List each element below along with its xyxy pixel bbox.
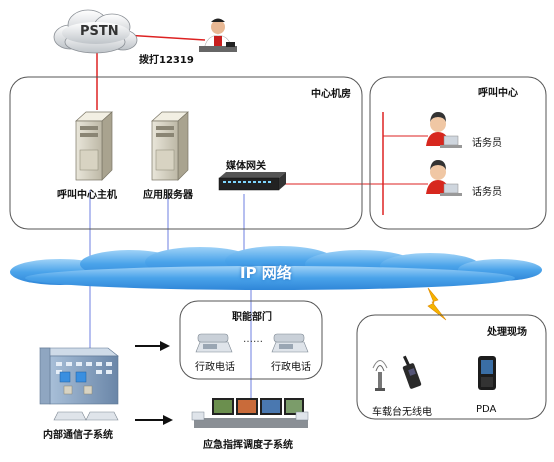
pstn-label: PSTN bbox=[80, 24, 119, 39]
processing-scene-title: 处理现场 bbox=[487, 327, 527, 338]
app-server-label: 应用服务器 bbox=[143, 190, 193, 201]
dispatch-label: 应急指挥调度子系统 bbox=[203, 440, 293, 451]
internal-comm-label: 内部通信子系统 bbox=[43, 430, 113, 441]
office-phone-1-icon bbox=[195, 333, 233, 353]
operator-1-icon bbox=[426, 112, 462, 148]
application-server-icon bbox=[151, 111, 189, 181]
arrow-to-dispatch bbox=[135, 415, 173, 425]
departments-box bbox=[179, 300, 323, 380]
media-gateway-icon bbox=[218, 172, 286, 191]
wireless-lightning-icon bbox=[427, 287, 447, 321]
operator-1-label: 话务员 bbox=[472, 138, 502, 149]
vehicle-radio-icon bbox=[372, 360, 388, 391]
office-phone-1-label: 行政电话 bbox=[195, 362, 235, 373]
call-center-title: 呼叫中心 bbox=[478, 88, 518, 99]
gateway-label: 媒体网关 bbox=[226, 161, 266, 172]
arrow-to-departments bbox=[135, 341, 170, 351]
walkie-talkie-icon bbox=[402, 355, 422, 389]
pda-icon bbox=[478, 356, 496, 390]
vehicle-radio-label: 车载台无线电 bbox=[372, 407, 432, 418]
host-label: 呼叫中心主机 bbox=[57, 190, 117, 201]
call-center-host-server-icon bbox=[75, 111, 113, 181]
center-room-title: 中心机房 bbox=[311, 89, 351, 100]
departments-ellipsis: …… bbox=[243, 334, 263, 345]
dial-label: 拨打12319 bbox=[139, 55, 194, 66]
center-room-box bbox=[9, 76, 363, 230]
office-phone-2-icon bbox=[271, 333, 309, 353]
dispatch-monitors-icon bbox=[191, 398, 309, 428]
operator-2-icon bbox=[426, 160, 462, 196]
ip-network-label: IP 网络 bbox=[240, 264, 292, 282]
caller-person-icon bbox=[199, 18, 237, 52]
pstn-to-caller-line bbox=[124, 34, 206, 41]
pda-label: PDA bbox=[476, 404, 497, 415]
operator-2-label: 话务员 bbox=[472, 187, 502, 198]
office-phone-2-label: 行政电话 bbox=[271, 362, 311, 373]
processing-scene-box bbox=[356, 314, 547, 420]
ip-network-cloud bbox=[10, 246, 542, 290]
pstn-cloud bbox=[53, 9, 138, 54]
internal-comm-building-icon bbox=[39, 347, 119, 421]
departments-title: 职能部门 bbox=[232, 312, 272, 323]
call-center-box bbox=[369, 76, 547, 230]
